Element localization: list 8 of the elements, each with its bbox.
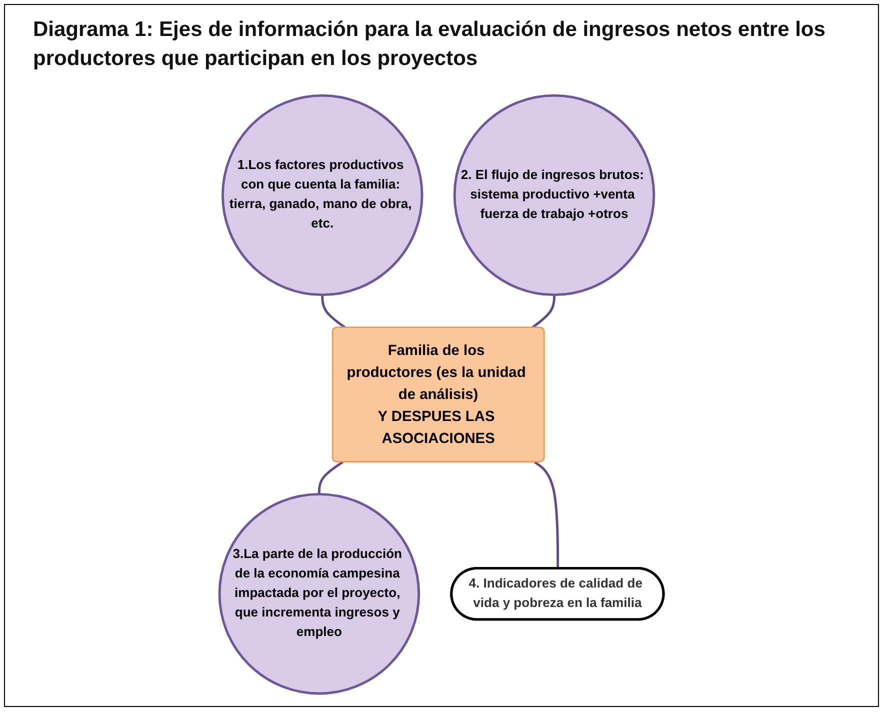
connector <box>318 461 344 494</box>
node-circle: 1.Los factores productivos con que cuenta la familia: tierra, ganado, mano de obra, etc. <box>221 94 424 296</box>
node-circle: 3.La parte de la producción de la economía campesina impactada por el proyecto, que incrementa ingresos y empleo <box>218 492 420 695</box>
diagram-title: Diagrama 1: Ejes de información para la evaluación de ingresos netos entre los productores que participan en los proyectos <box>33 17 826 72</box>
connector <box>321 294 346 329</box>
connector <box>534 461 560 569</box>
connector <box>531 294 556 329</box>
node-circle: 2. El flujo de ingresos brutos: sistema productivo +venta fuerza de trabajo +otros <box>453 94 656 296</box>
